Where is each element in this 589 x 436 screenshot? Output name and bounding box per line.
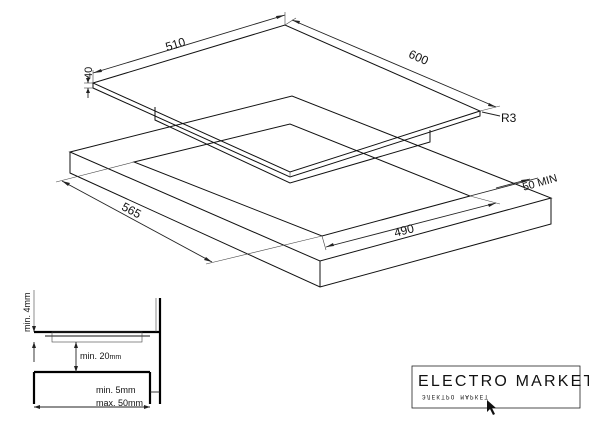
dim-40-label: 40 bbox=[83, 67, 95, 79]
dim-50-min-label: 50 MIN bbox=[521, 172, 558, 193]
dim-50-min: 50 MIN bbox=[469, 172, 559, 197]
dim-r3: R3 bbox=[481, 111, 517, 125]
dim-510-label: 510 bbox=[164, 35, 188, 54]
min20-prefix: min. 20 bbox=[80, 351, 110, 361]
electro-market-logo: ELECTRO MARKET ЭЛЕКТРО МАРКЕТ bbox=[412, 366, 589, 408]
logo-subtitle: ЭЛЕКТРО МАРКЕТ bbox=[422, 393, 490, 400]
min20-label: min. 20mm bbox=[80, 351, 121, 361]
hob-body bbox=[154, 107, 431, 184]
hob-top-face bbox=[91, 24, 482, 173]
dim-565: 565 bbox=[55, 161, 323, 265]
dim-490-label: 490 bbox=[392, 221, 415, 240]
dim-600: 600 bbox=[284, 17, 501, 112]
countertop bbox=[68, 95, 553, 288]
dim-565-label: 565 bbox=[119, 199, 144, 221]
countertop-top-face bbox=[68, 95, 553, 262]
logo-title: ELECTRO MARKET bbox=[418, 373, 589, 390]
section-detail: min. 4mm min. 20mm min. 5mm max. 50mm bbox=[22, 290, 162, 409]
min5-label: min. 5mm bbox=[96, 385, 136, 395]
dim-r3-label: R3 bbox=[501, 111, 517, 125]
min20-unit: mm bbox=[110, 354, 122, 361]
countertop-side-faces bbox=[69, 152, 552, 288]
dim-510: 510 bbox=[92, 12, 286, 83]
dim-490: 490 bbox=[321, 195, 501, 251]
hob-plate bbox=[91, 24, 482, 184]
hob-body-profile bbox=[51, 331, 143, 343]
cursor-icon bbox=[487, 400, 496, 415]
dim-600-label: 600 bbox=[407, 47, 431, 68]
min4-label: min. 4mm bbox=[22, 292, 32, 332]
dim-40: 40 bbox=[83, 67, 95, 98]
max50-label: max. 50mm bbox=[96, 398, 143, 408]
